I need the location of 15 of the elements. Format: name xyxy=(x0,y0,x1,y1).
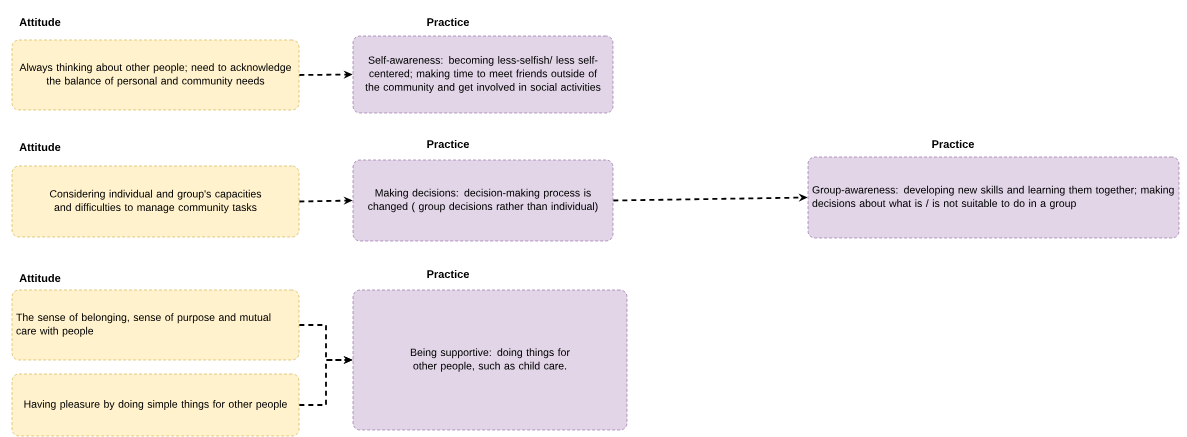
text-box: Always thinking about other people; need to acknowledge the balance of personal and community needs xyxy=(11,39,300,111)
heading: Practice xyxy=(932,139,975,149)
text-box: Being supportive: doing things for other people, such as child care. xyxy=(352,289,628,431)
text-box: Considering individual and group's capacities and difficulties to manage community tasks xyxy=(11,165,300,238)
heading: Practice xyxy=(427,139,470,149)
text-box: Having pleasure by doing simple things for other people xyxy=(11,373,300,437)
heading: Attitude xyxy=(19,17,61,27)
text-box: Group-awareness: developing new skills and learning them together; making decisions about what is / is not suitable to do in a group xyxy=(807,156,1180,239)
heading: Practice xyxy=(427,17,470,27)
heading: Attitude xyxy=(19,142,61,152)
text-box: Making decisions: decision-making process is changed ( group decisions rather than individual) xyxy=(352,159,614,242)
text-box: Self-awareness: becoming less-selfish/ less self-centered; making time to meet friends outside of the community and get involved in social activities xyxy=(352,35,614,114)
heading: Attitude xyxy=(19,273,61,283)
heading: Practice xyxy=(427,269,470,279)
text-box: The sense of belonging, sense of purpose and mutual care with people xyxy=(11,289,300,361)
